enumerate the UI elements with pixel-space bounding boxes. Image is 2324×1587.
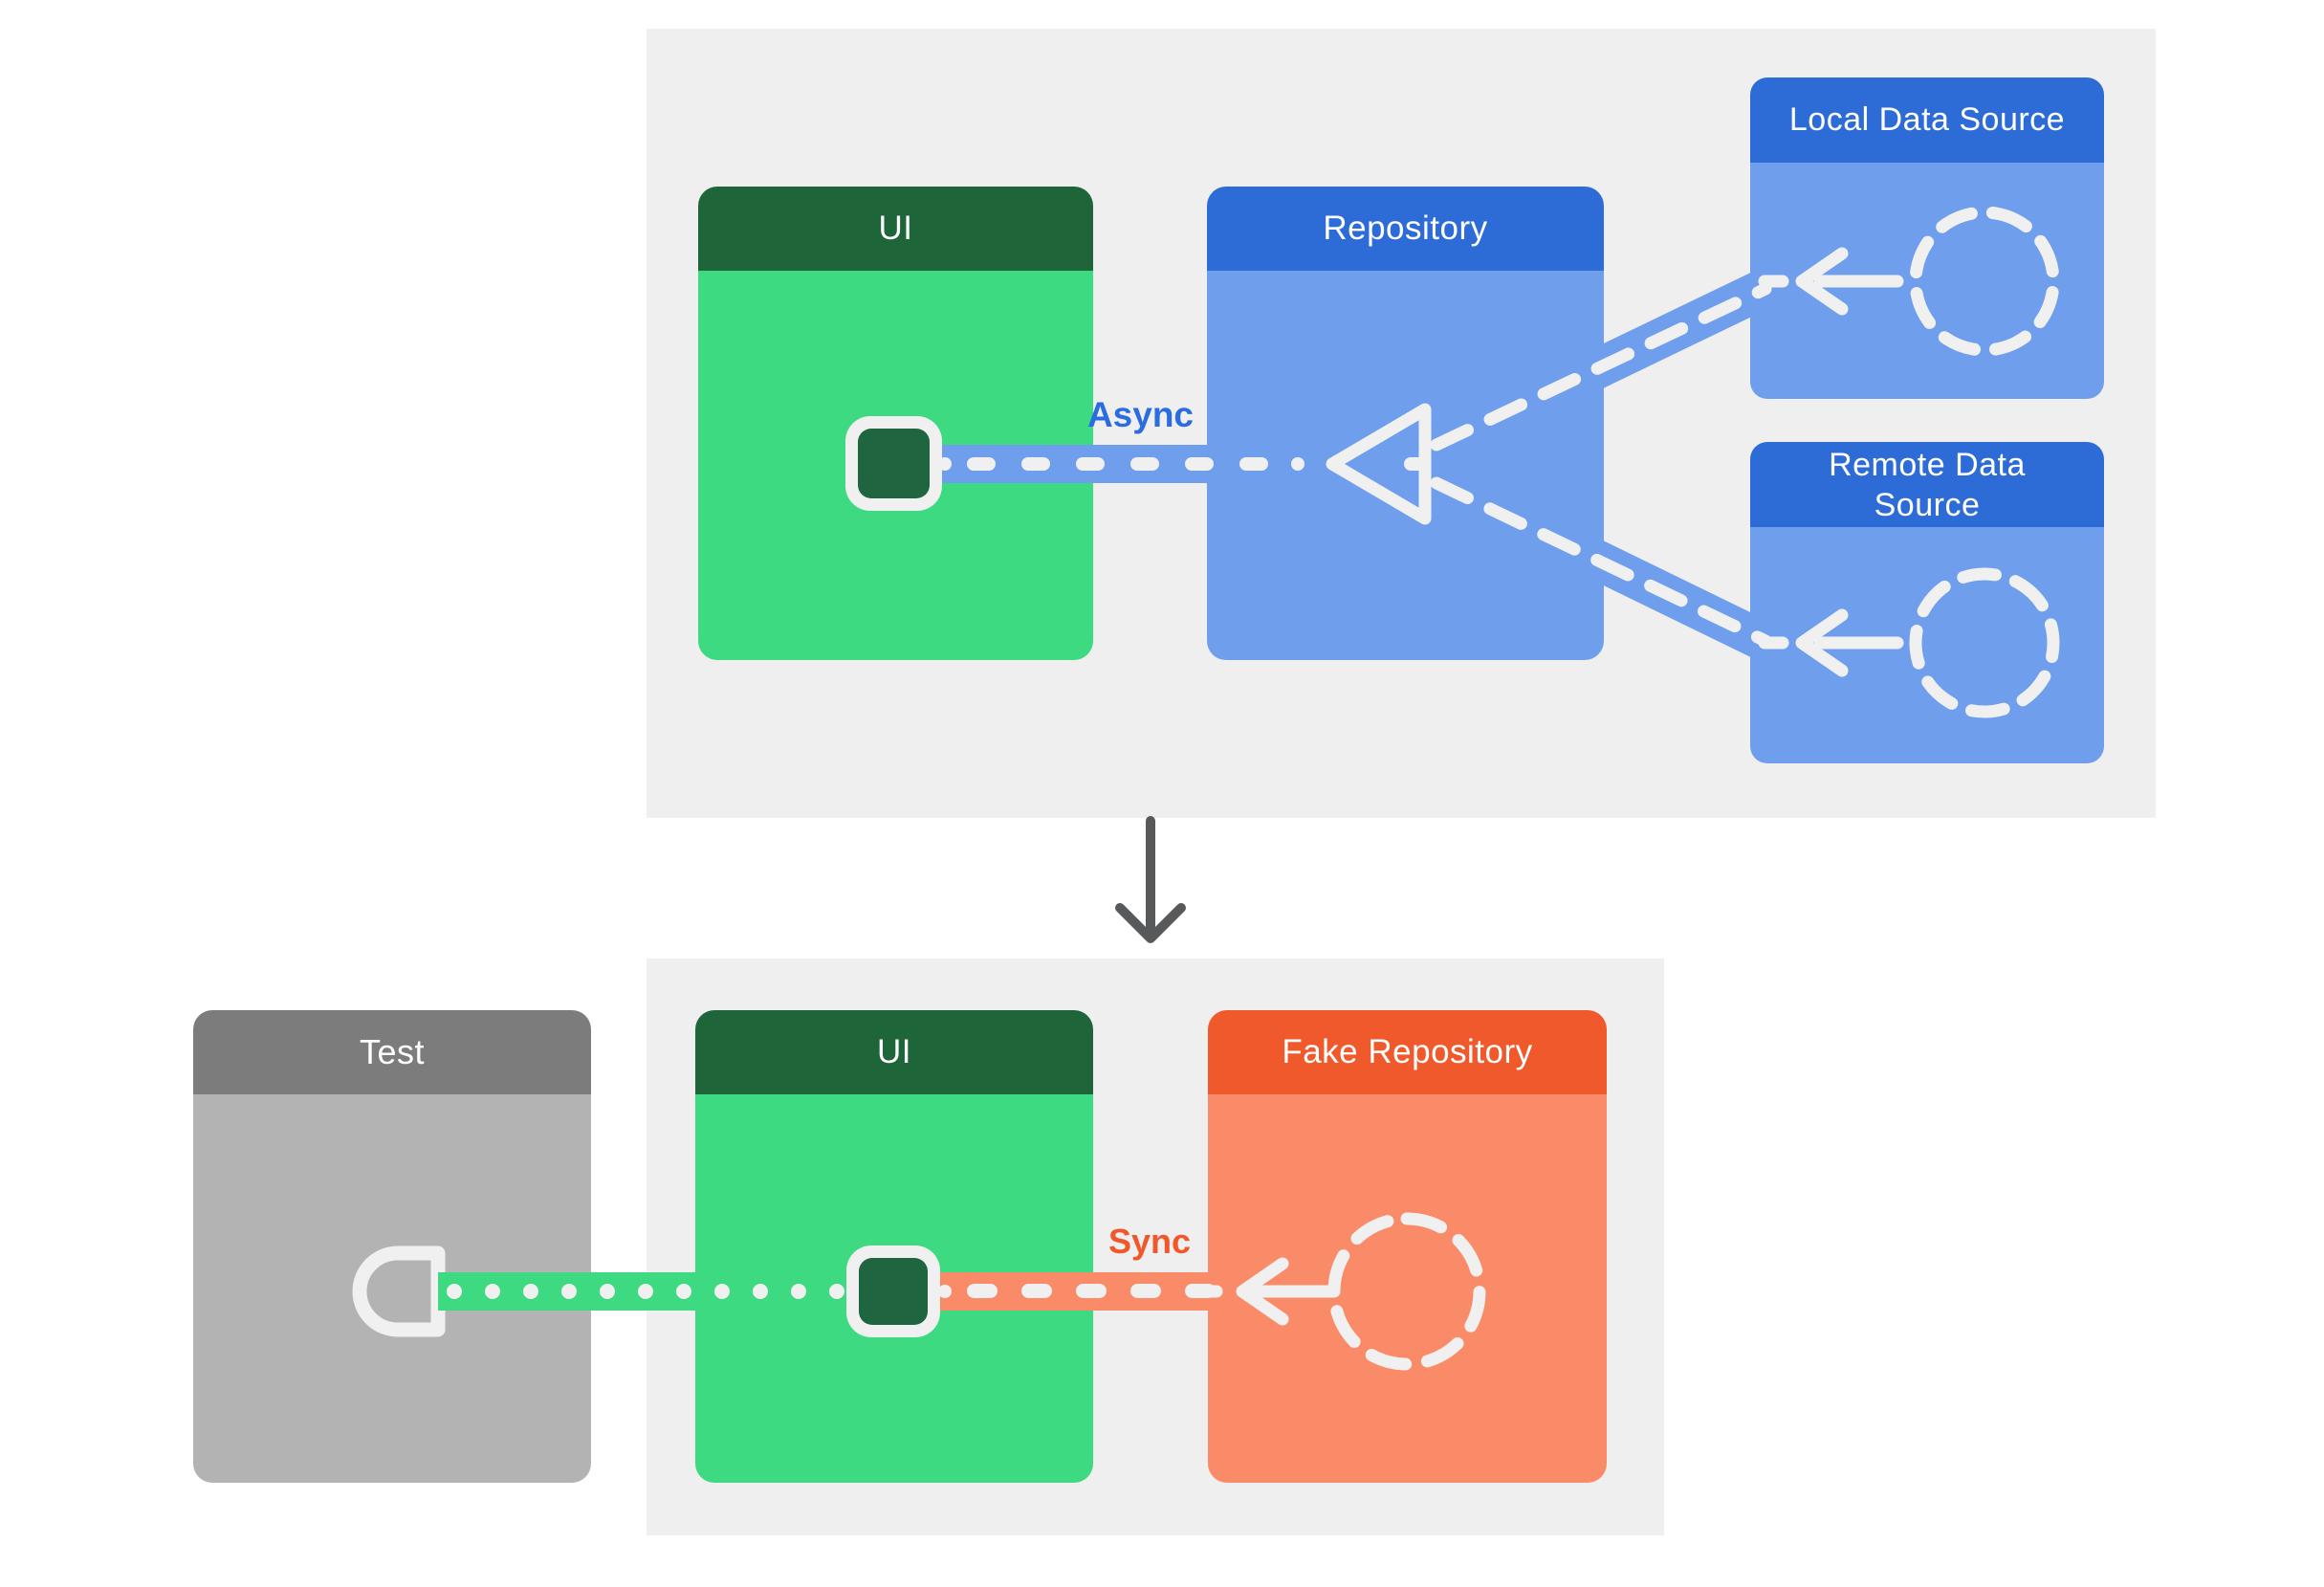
fake-repository-box: Fake Repository (1208, 1010, 1607, 1483)
repository-box-body (1207, 271, 1604, 660)
remote-data-source-title: Remote Data Source (1750, 442, 2104, 527)
repository-box: Repository (1207, 187, 1604, 660)
repository-box-title: Repository (1207, 187, 1604, 271)
local-data-source-body (1750, 163, 2104, 399)
test-box-body (193, 1094, 591, 1483)
fake-repository-body (1208, 1094, 1607, 1483)
async-label: Async (1086, 395, 1194, 434)
remote-data-source-box: Remote Data Source (1750, 442, 2104, 763)
ui-chip-inner (858, 429, 930, 498)
flow-down-arrow-icon (1115, 816, 1186, 943)
remote-data-source-body (1750, 527, 2104, 763)
ui-chip-inner (859, 1258, 928, 1325)
ui-box-bottom-title: UI (695, 1010, 1093, 1094)
local-data-source-box: Local Data Source (1750, 77, 2104, 399)
ui-box-top-title: UI (698, 187, 1093, 271)
fake-repository-title: Fake Repository (1208, 1010, 1607, 1094)
local-data-source-title: Local Data Source (1750, 77, 2104, 163)
test-box-title: Test (193, 1010, 591, 1094)
sync-label: Sync (1107, 1222, 1191, 1261)
test-box: Test (193, 1010, 591, 1483)
